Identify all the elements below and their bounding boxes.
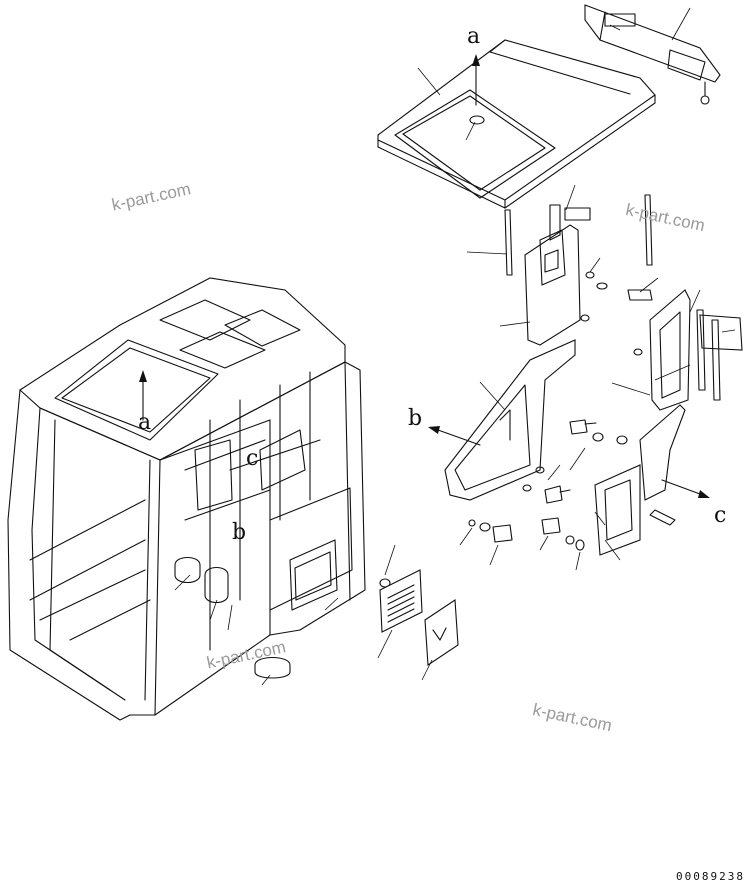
right-arrow-head	[698, 490, 710, 498]
left-arrow-head	[428, 426, 440, 434]
drawing-number: 00089238	[676, 870, 745, 883]
callout-b-cab: b	[232, 520, 247, 545]
callout-a-roof: a	[467, 24, 481, 49]
right-side-trim	[594, 404, 686, 556]
leader-lines	[174, 7, 736, 686]
roof-arrow-head	[472, 54, 480, 66]
roof-panel	[377, 39, 656, 209]
roof-bracket	[584, 4, 721, 105]
bolts	[379, 271, 643, 588]
left-pillar-cover	[504, 204, 591, 346]
left-arrow-line	[437, 429, 481, 446]
callout-a-cab: a	[138, 410, 152, 435]
cab-label-plate	[424, 599, 459, 666]
left-side-trim	[444, 339, 576, 501]
vent-grille	[379, 569, 423, 633]
cab-arrow-head	[139, 370, 147, 382]
right-pillar-cover	[627, 194, 743, 411]
cab-body	[7, 277, 366, 721]
callout-c-right: c	[714, 503, 727, 528]
right-arrow-line	[661, 479, 701, 495]
callout-b-left: b	[408, 406, 423, 431]
callout-c-cab: c	[246, 446, 259, 471]
